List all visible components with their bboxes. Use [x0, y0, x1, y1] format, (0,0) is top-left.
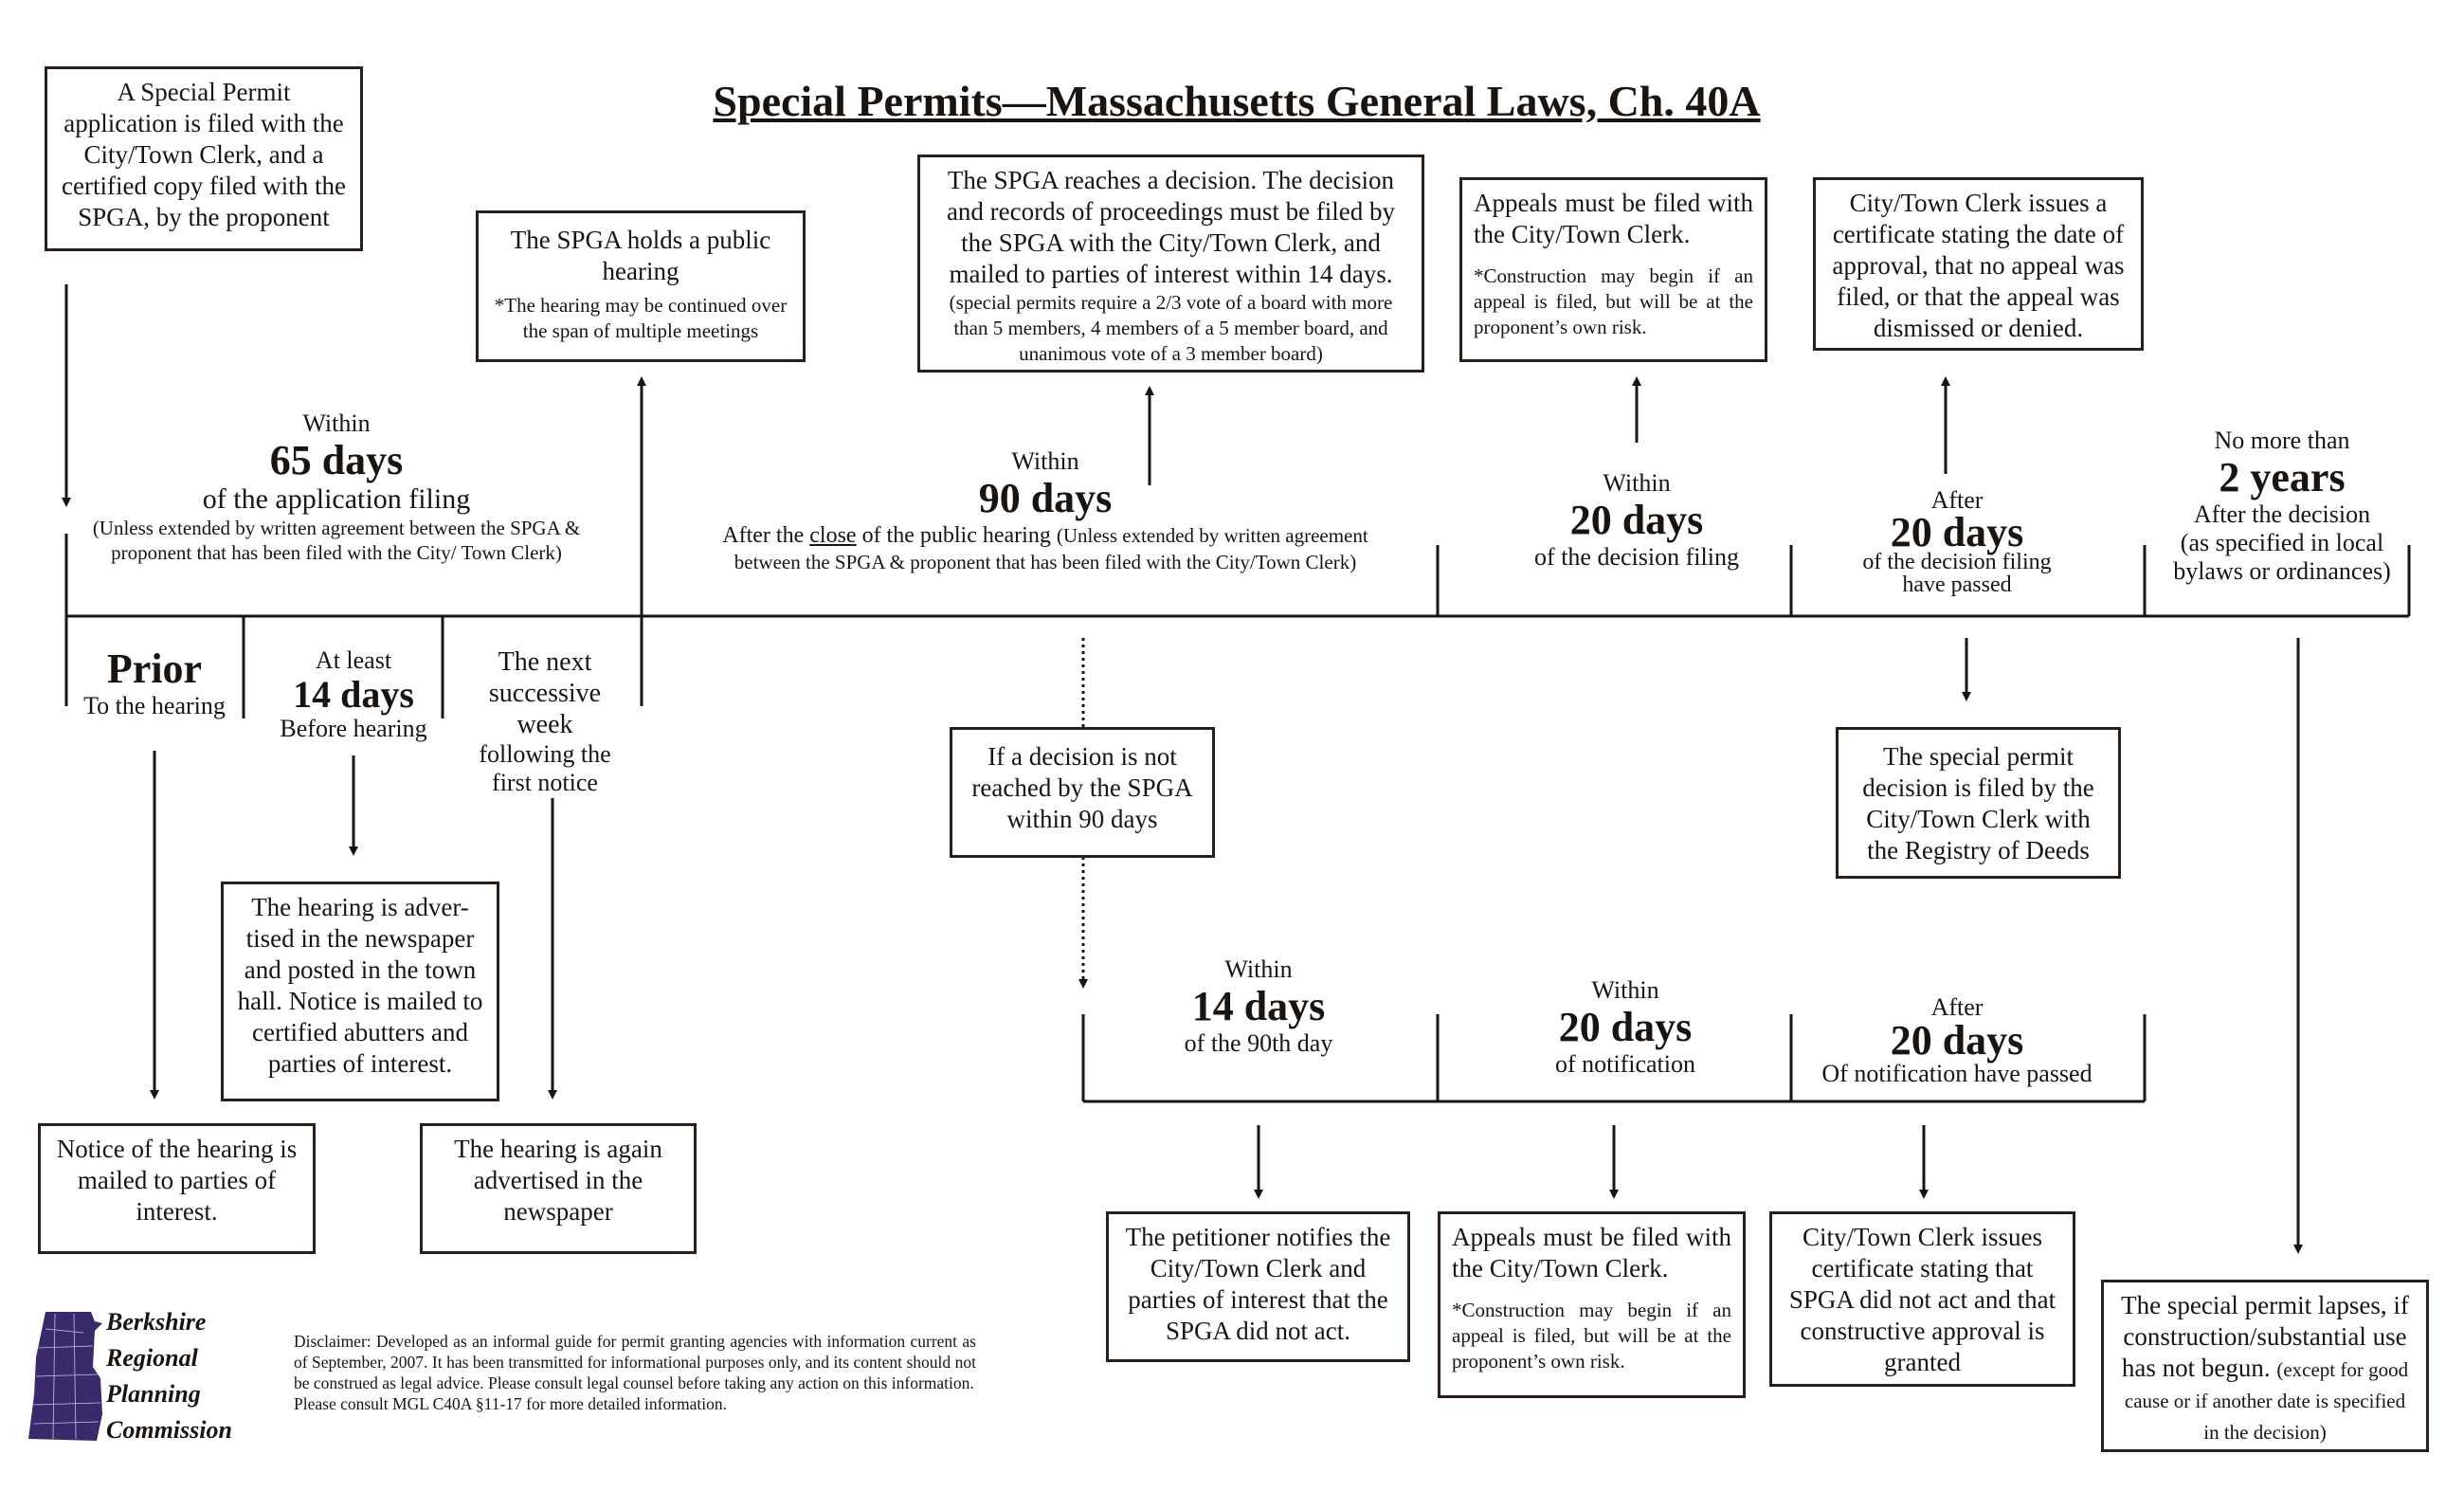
label-sub-a: After the — [722, 523, 810, 548]
box-main-text: The SPGA reaches a decision. The decisio… — [946, 166, 1396, 288]
label-duration: 20 days — [1569, 497, 1704, 543]
logo-line: Regional — [106, 1344, 198, 1372]
label-duration: 20 days — [1558, 1004, 1693, 1050]
box-main-text: Appeals must be filed with the City/Town… — [1452, 1223, 1731, 1282]
label-pre: After — [1930, 486, 1984, 514]
disclaimer-consult: Please consult MGL C40A §11-17 for more … — [294, 1394, 728, 1413]
box-lapses: The special permit lapses, if constructi… — [2101, 1280, 2429, 1452]
label-sub: Before hearing — [280, 715, 427, 742]
box-main-text: Appeals must be filed with the City/Town… — [1474, 189, 1753, 248]
label-sub-b: of the public hearing — [856, 523, 1051, 548]
label-pre: Within — [1591, 976, 1659, 1004]
label-sub: of the application filing — [202, 483, 471, 515]
box-note: (except for good cause or if another dat… — [2124, 1358, 2409, 1444]
berkshire-county-map-logo — [28, 1312, 102, 1441]
label-pre: Within — [1224, 955, 1293, 983]
label-note-a: (Unless extended by written agreement — [1056, 524, 1368, 547]
label-after-20-days-notification: After 20 days Of notification have passe… — [1821, 993, 2092, 1088]
label-sub: of the 90th day — [1184, 1029, 1333, 1057]
label-prior: Prior To the hearing — [83, 646, 226, 720]
label-after-20-days-decision: After 20 days of the decision filing hav… — [1848, 486, 2066, 596]
label-sub-underlined: close — [809, 523, 857, 548]
label-sub: After the decision — [2193, 500, 2371, 528]
label-14-days-before: At least 14 days Before hearing — [280, 646, 426, 743]
disclaimer: Disclaimer: Developed as an informal gui… — [294, 1331, 976, 1414]
box-note: *Construction may begin if an appeal is … — [1474, 264, 1753, 338]
box-registry: The special permit decision is filed by … — [1836, 727, 2121, 879]
label-sub: following the first notice — [479, 740, 611, 796]
box-advertised: The hearing is adver-tised in the newspa… — [221, 882, 499, 1101]
label-sub: To the hearing — [83, 692, 226, 719]
label-14-days-90th: Within 14 days of the 90th day — [1185, 955, 1333, 1058]
disclaimer-text: Disclaimer: Developed as an informal gui… — [294, 1332, 976, 1392]
label-90-days: Within 90 days After the close of the pu… — [722, 447, 1368, 574]
label-next-week: The next successive week following the f… — [464, 646, 625, 797]
box-note: (special permits require a 2/3 vote of a… — [949, 291, 1393, 365]
box-appeals-bottom: Appeals must be filed with the City/Town… — [1438, 1211, 1746, 1398]
label-2-years: No more than 2 years After the decision … — [2168, 427, 2396, 586]
label-duration: 20 days — [1890, 1017, 2024, 1064]
label-duration: 20 days — [1890, 509, 2024, 555]
label-duration: 14 days — [293, 673, 414, 716]
box-notice-mailed: Notice of the hearing is mailed to parti… — [38, 1123, 316, 1254]
label-pre: Within — [302, 409, 371, 437]
logo-line: Berkshire — [106, 1308, 207, 1336]
logo-line: Planning — [106, 1380, 201, 1408]
label-pre: Within — [1011, 447, 1079, 475]
page-title: Special Permits—Massachusetts General La… — [713, 77, 1761, 125]
label-sub: Of notification have passed — [1821, 1060, 2093, 1087]
box-decision: The SPGA reaches a decision. The decisio… — [917, 155, 1424, 373]
label-sub: of the decision filing — [1534, 543, 1739, 571]
label-note-b: between the SPGA & proponent that has be… — [734, 551, 1357, 573]
label-sub: of the decision filing have passed — [1862, 550, 2052, 597]
label-pre: After — [1930, 993, 1984, 1021]
label-sub: After the close of the public hearing (U… — [722, 521, 1368, 550]
label-pre: Within — [1603, 469, 1671, 497]
label-text: The next successive week — [488, 647, 602, 739]
box-appeals-top: Appeals must be filed with the City/Town… — [1459, 177, 1767, 362]
label-pre: At least — [315, 646, 392, 674]
box-note: *The hearing may be continued over the s… — [494, 294, 788, 342]
box-certificate: City/Town Clerk issues a certificate sta… — [1813, 177, 2144, 351]
box-no-decision: If a decision is not reached by the SPGA… — [950, 727, 1215, 858]
label-20-days-decision: Within 20 days of the decision filing — [1534, 469, 1739, 572]
label-65-days: Within 65 days of the application filing… — [90, 409, 583, 565]
label-pre: No more than — [2214, 427, 2350, 454]
label-duration: 14 days — [1191, 983, 1326, 1029]
box-main-text: The special permit lapses, if constructi… — [2121, 1291, 2409, 1382]
box-application-filed: A Special Permit application is filed wi… — [45, 66, 363, 251]
label-20-days-notification: Within 20 days of notification — [1555, 976, 1695, 1079]
label-note: (as specified in local bylaws or ordinan… — [2173, 529, 2391, 585]
label-sub: of notification — [1554, 1050, 1696, 1078]
label-duration: 2 years — [2219, 454, 2346, 500]
box-public-hearing: The SPGA holds a public hearing *The hea… — [476, 210, 806, 362]
box-note: *Construction may begin if an appeal is … — [1452, 1299, 1731, 1373]
label-duration: Prior — [106, 645, 203, 692]
logo-text: Berkshire Regional Planning Commission — [106, 1304, 232, 1448]
box-constructive-approval: City/Town Clerk issues certificate stati… — [1769, 1211, 2075, 1387]
box-main-text: The SPGA holds a public hearing — [510, 226, 771, 285]
label-duration: 90 days — [978, 475, 1113, 521]
box-petitioner: The petitioner notifies the City/Town Cl… — [1106, 1211, 1410, 1362]
logo-line: Commission — [106, 1416, 232, 1444]
box-again-advertised: The hearing is again advertised in the n… — [420, 1123, 697, 1254]
label-note: (Unless extended by written agreement be… — [92, 517, 581, 564]
label-duration: 65 days — [269, 437, 404, 483]
